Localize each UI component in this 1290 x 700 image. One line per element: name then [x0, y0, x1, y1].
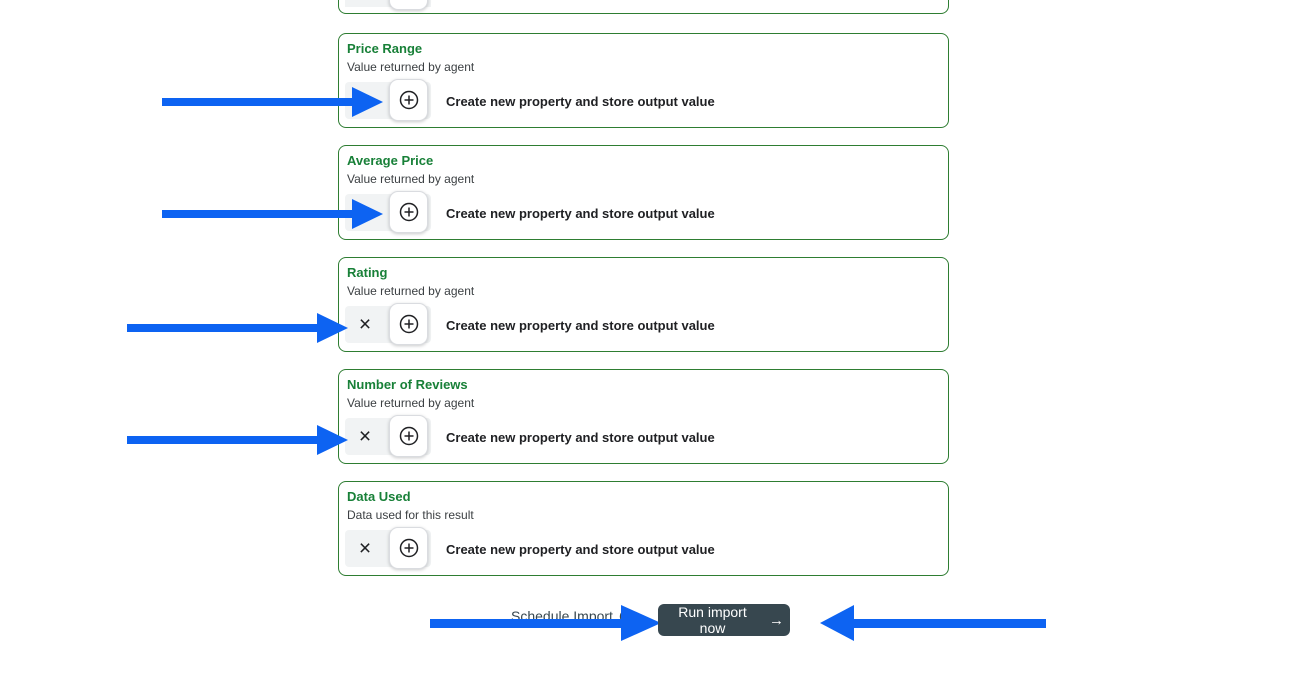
add-property-button[interactable] [389, 79, 428, 121]
action-label: Create new property and store output val… [446, 430, 715, 445]
card-button-area [345, 0, 431, 7]
add-property-button[interactable] [389, 527, 428, 569]
action-label: Create new property and store output val… [446, 542, 715, 557]
add-property-button[interactable] [389, 0, 428, 10]
action-label: Create new property and store output val… [446, 94, 715, 109]
card-subtitle: Data used for this result [347, 508, 474, 522]
add-property-button[interactable] [389, 303, 428, 345]
card-subtitle: Value returned by agent [347, 172, 475, 186]
card-title: Data Used [347, 489, 411, 504]
card-title: Average Price [347, 153, 434, 168]
add-circle-icon [399, 202, 418, 222]
add-circle-icon [399, 90, 418, 110]
card-subtitle: Value returned by agent [347, 284, 475, 298]
remove-property-button[interactable]: × [345, 418, 385, 455]
card-title: Price Range [347, 41, 423, 56]
close-icon: × [358, 313, 372, 336]
arrow-right-icon: → [769, 611, 784, 629]
card-subtitle: Value returned by agent [347, 60, 475, 74]
add-circle-icon [399, 426, 418, 446]
close-icon: × [358, 537, 372, 560]
action-label: Create new property and store output val… [446, 206, 715, 221]
card-number-of-reviews: Number of Reviews Value returned by agen… [338, 369, 949, 464]
add-circle-icon [399, 538, 418, 558]
card-title: Number of Reviews [347, 377, 468, 392]
card-rating: Rating Value returned by agent × Create … [338, 257, 949, 352]
card-title: Rating [347, 265, 388, 280]
card-data-used: Data Used Data used for this result × Cr… [338, 481, 949, 576]
card-average-price: Average Price Value returned by agent × … [338, 145, 949, 240]
run-import-now-button[interactable]: Run import now → [658, 604, 790, 636]
run-import-now-label: Run import now [678, 604, 747, 636]
add-circle-icon [399, 314, 418, 334]
card-price-range: Price Range Value returned by agent × Cr… [338, 33, 949, 128]
card-partial-top [338, 0, 949, 14]
action-label: Create new property and store output val… [446, 318, 715, 333]
remove-property-button[interactable]: × [345, 306, 385, 343]
add-property-button[interactable] [389, 191, 428, 233]
remove-property-button[interactable]: × [345, 530, 385, 567]
add-property-button[interactable] [389, 415, 428, 457]
card-subtitle: Value returned by agent [347, 396, 475, 410]
close-icon: × [358, 425, 372, 448]
